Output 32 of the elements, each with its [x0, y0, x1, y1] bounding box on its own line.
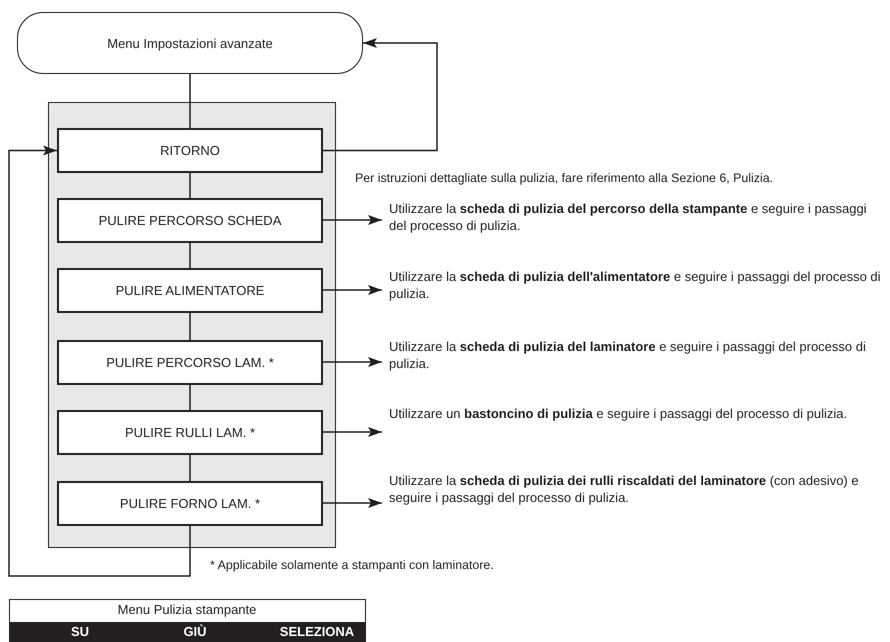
connector-line	[189, 74, 191, 128]
footnote-text: * Applicabile solamente a stampanti con laminatore.	[210, 558, 494, 572]
instruction-text: Utilizzare la scheda di pulizia del percorso della stampante e seguire i passaggi del processo di pulizia.	[389, 201, 884, 237]
instruction-text: Utilizzare la scheda di pulizia dei rulli riscaldati del laminatore (con adesivo) e seguire i passaggi del processo di pulizia.	[389, 473, 884, 509]
arrow	[323, 38, 438, 152]
connector-line	[189, 243, 191, 268]
menu-option-box: RITORNO	[57, 128, 323, 173]
menu-option-box: PULIRE FORNO LAM. *	[57, 481, 323, 526]
connector-line	[189, 173, 191, 198]
connector-line	[189, 455, 191, 481]
arrow	[323, 285, 382, 295]
display-title: Menu Pulizia stampante	[116, 602, 258, 617]
note-text: Per istruzioni dettagliate sulla pulizia, fare riferimento alla Sezione 6, Pulizia.	[355, 171, 774, 185]
arrow	[323, 498, 382, 508]
menu-option-box: PULIRE PERCORSO LAM. *	[57, 340, 323, 385]
arrow	[323, 215, 382, 225]
arrow	[323, 427, 382, 437]
instruction-text: Utilizzare un bastoncino di pulizia e seguire i passaggi del processo di pulizia.	[389, 406, 884, 442]
menu-panel	[48, 102, 336, 548]
connector-line	[189, 313, 191, 340]
instruction-text: Utilizzare la scheda di pulizia dell'alimentatore e seguire i passaggi del processo di pulizia.	[389, 269, 884, 305]
arrow	[8, 146, 191, 577]
softkey-label: SU	[70, 624, 90, 639]
instruction-text: Utilizzare la scheda di pulizia del laminatore e seguire i passaggi del processo di pulizia.	[389, 339, 884, 375]
terminator-box: Menu Impostazioni avanzate	[17, 12, 363, 74]
menu-option-box: PULIRE PERCORSO SCHEDA	[57, 198, 323, 243]
arrow	[323, 357, 382, 367]
menu-option-box: PULIRE RULLI LAM. *	[57, 410, 323, 455]
menu-option-box: PULIRE ALIMENTATORE	[57, 268, 323, 313]
connector-line	[189, 385, 191, 410]
softkey-label: GIÙ	[182, 624, 208, 639]
softkey-label: SELEZIONA	[278, 624, 356, 639]
